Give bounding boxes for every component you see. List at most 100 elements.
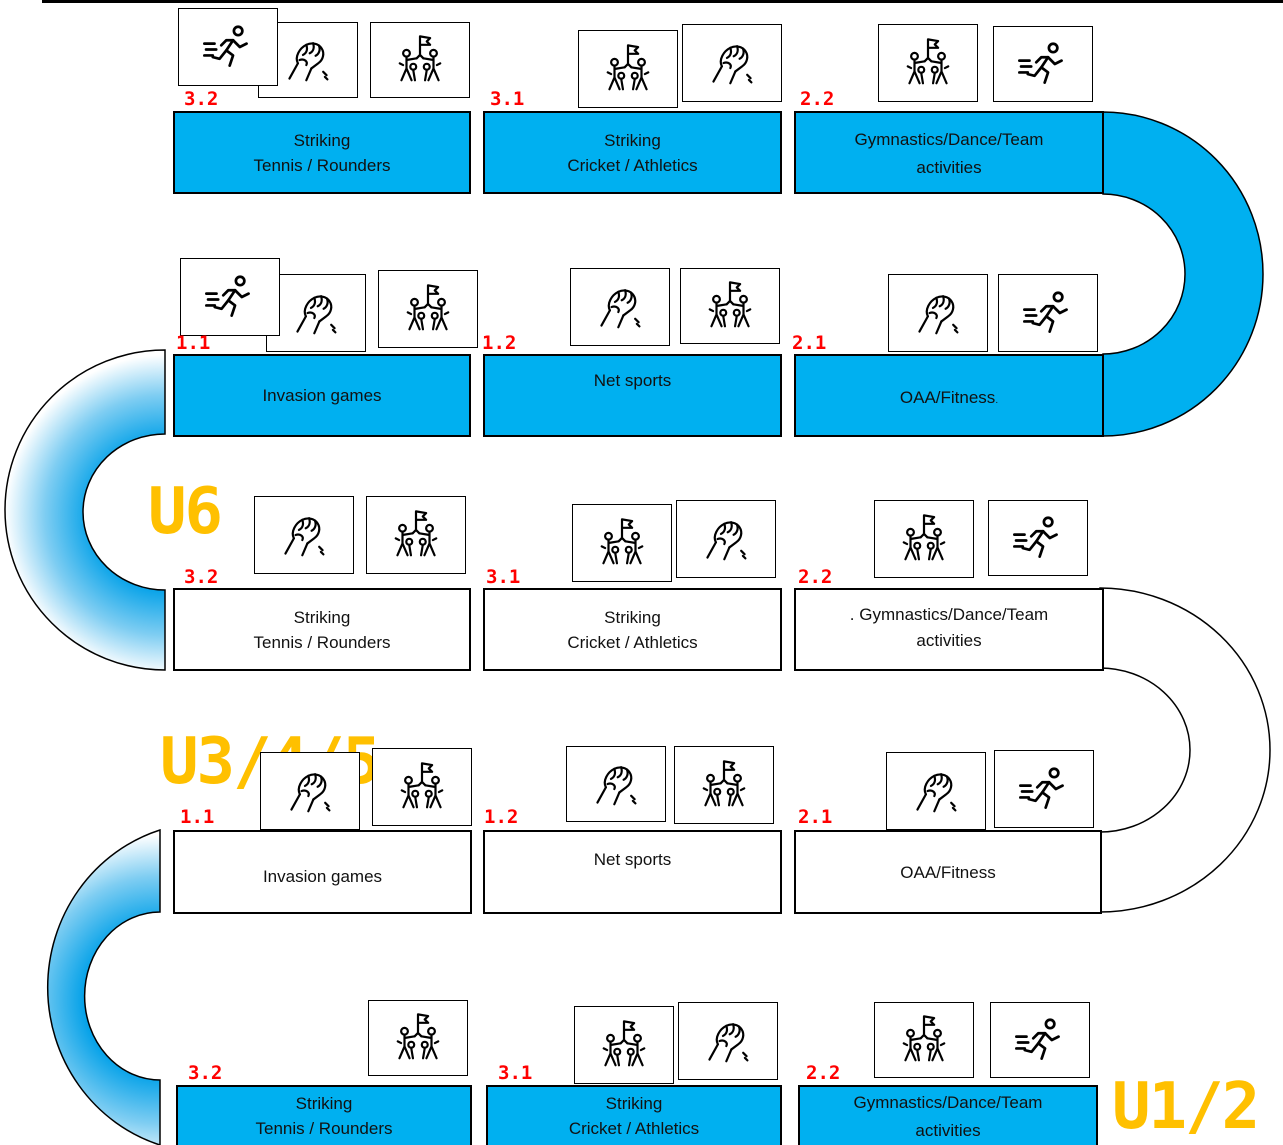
team-flag-icon xyxy=(601,42,655,96)
team-flag-icon-card xyxy=(874,1002,974,1078)
running-icon-card xyxy=(990,1002,1090,1078)
team-flag-icon xyxy=(391,1011,445,1065)
arm-wrestle-icon xyxy=(289,286,343,340)
activity-subtitle: Tennis / Rounders xyxy=(255,1119,393,1138)
curve-right-bottom xyxy=(1099,587,1271,913)
running-icon xyxy=(203,270,257,324)
team-flag-icon-card xyxy=(572,504,672,582)
team-flag-icon xyxy=(395,760,449,814)
arm-wrestle-icon xyxy=(593,280,647,334)
arm-wrestle-icon xyxy=(283,764,337,818)
lesson-code: 1.1 xyxy=(176,332,211,354)
activity-box: Striking Tennis / Rounders xyxy=(173,111,471,194)
unit-u6-label: U6 xyxy=(148,475,223,549)
team-flag-icon-card xyxy=(370,22,470,98)
team-flag-icon xyxy=(389,508,443,562)
activity-title: OAA/Fitness xyxy=(900,862,996,882)
activity-box: Striking Cricket / Athletics xyxy=(483,588,782,671)
activity-subtitle: Tennis / Rounders xyxy=(253,632,391,652)
arm-wrestle-icon xyxy=(911,286,965,340)
activity-box: Striking Cricket / Athletics xyxy=(483,111,782,194)
activity-box: Gymnastics/Dance/Team activities xyxy=(794,111,1104,194)
activity-box: OAA/Fitness. xyxy=(794,354,1104,437)
activity-title-trail: . xyxy=(995,394,999,406)
activity-title: Net sports xyxy=(593,371,672,390)
running-icon xyxy=(1013,1013,1067,1067)
activity-title: OAA/Fitness. xyxy=(900,385,998,413)
activity-title: Invasion games xyxy=(262,386,382,405)
team-flag-icon-card xyxy=(674,746,774,824)
arm-wrestle-icon-card xyxy=(266,274,366,352)
activity-subtitle: Tennis / Rounders xyxy=(253,155,391,175)
arm-wrestle-icon-card xyxy=(254,496,354,574)
lesson-code: 3.1 xyxy=(490,88,525,110)
team-flag-icon-card xyxy=(366,496,466,574)
lesson-code: 2.1 xyxy=(798,806,833,828)
activity-subtitle: Cricket / Athletics xyxy=(568,1119,700,1138)
arm-wrestle-icon-card xyxy=(888,274,988,352)
lesson-code: 3.1 xyxy=(486,566,521,588)
arm-wrestle-icon xyxy=(589,757,643,811)
team-flag-icon xyxy=(597,1018,651,1072)
activity-title: Striking xyxy=(605,1094,663,1113)
activity-box: Net sports xyxy=(483,354,782,437)
arm-wrestle-icon xyxy=(701,1014,755,1068)
lesson-code: 3.2 xyxy=(184,566,219,588)
arm-wrestle-icon xyxy=(277,508,331,562)
team-flag-icon-card xyxy=(378,270,478,348)
activity-box: Striking Tennis / Rounders xyxy=(176,1085,472,1145)
team-flag-icon-card xyxy=(574,1006,674,1084)
running-icon xyxy=(1016,37,1070,91)
activity-box: OAA/Fitness xyxy=(794,830,1102,914)
arm-wrestle-icon-card xyxy=(678,1002,778,1080)
arm-wrestle-icon-card xyxy=(886,752,986,830)
activity-subtitle: Cricket / Athletics xyxy=(567,632,698,652)
top-border-line xyxy=(42,0,1283,3)
activity-subtitle: activities xyxy=(915,1120,981,1140)
lesson-code: 1.2 xyxy=(484,806,519,828)
arm-wrestle-icon-card xyxy=(676,500,776,578)
team-flag-icon-card xyxy=(578,30,678,108)
arm-wrestle-icon-card xyxy=(566,746,666,822)
curve-right-top xyxy=(1102,111,1264,437)
arm-wrestle-icon-card xyxy=(260,752,360,830)
lesson-code: 1.1 xyxy=(180,806,215,828)
activity-title: Striking xyxy=(293,130,351,150)
activity-box: Striking Tennis / Rounders xyxy=(173,588,471,671)
activity-box: . Gymnastics/Dance/Team activities xyxy=(794,588,1104,671)
arm-wrestle-icon xyxy=(909,764,963,818)
activity-subtitle: activities xyxy=(916,158,982,177)
lesson-code: 2.2 xyxy=(806,1062,841,1084)
running-icon-card xyxy=(988,500,1088,576)
team-flag-icon-card xyxy=(368,1000,468,1076)
unit-u12-label: U1/2 xyxy=(1112,1070,1260,1144)
activity-box: Invasion games xyxy=(173,354,471,437)
team-flag-icon xyxy=(697,758,751,812)
lesson-code: 1.2 xyxy=(482,332,517,354)
activity-title: Gymnastics/Dance/Team xyxy=(854,130,1044,149)
activity-title: Striking xyxy=(295,1094,353,1113)
arm-wrestle-icon xyxy=(699,512,753,566)
activity-box: Invasion games xyxy=(173,830,472,914)
team-flag-icon xyxy=(393,33,447,87)
lesson-code: 2.2 xyxy=(800,88,835,110)
arm-wrestle-icon xyxy=(705,36,759,90)
curve-left-middle xyxy=(4,349,166,671)
lesson-code: 2.2 xyxy=(798,566,833,588)
lesson-code: 3.2 xyxy=(188,1062,223,1084)
activity-title: Gymnastics/Dance/Team xyxy=(853,1092,1043,1112)
running-icon xyxy=(1021,286,1075,340)
activity-title: Striking xyxy=(604,607,661,627)
activity-subtitle: activities xyxy=(916,631,982,650)
team-flag-icon xyxy=(901,36,955,90)
running-icon-card xyxy=(180,258,280,336)
activity-title: Striking xyxy=(293,607,351,627)
arm-wrestle-icon-card xyxy=(682,24,782,102)
running-icon-card xyxy=(993,26,1093,102)
team-flag-icon xyxy=(897,1013,951,1067)
team-flag-icon xyxy=(897,512,951,566)
team-flag-icon xyxy=(595,516,649,570)
activity-title: . Gymnastics/Dance/Team xyxy=(849,605,1049,624)
